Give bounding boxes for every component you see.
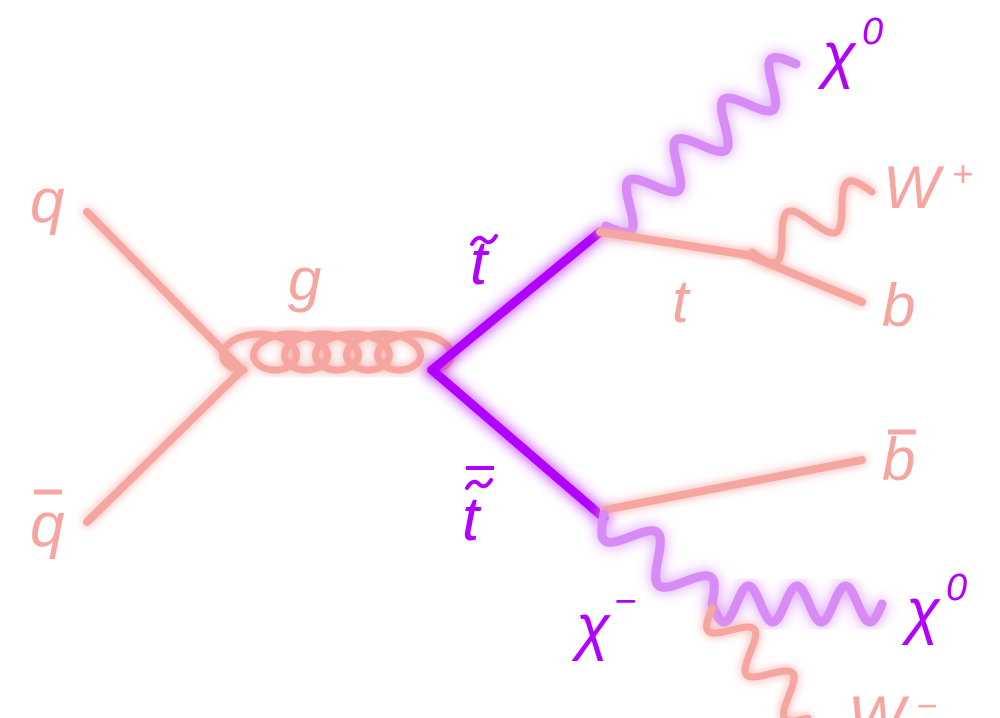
gluon-propagator (218, 330, 456, 374)
neutralino-top-wave (601, 52, 801, 238)
top-label: t (672, 268, 691, 335)
antibottom-label-group: b (882, 426, 916, 493)
stop-tilde (470, 234, 498, 246)
neutralino-top-label: χ (817, 21, 857, 90)
w-plus-label: W (883, 154, 945, 221)
stop-line (427, 227, 605, 375)
quark-label: q (30, 167, 65, 236)
antiquark-label: q (30, 491, 65, 560)
antiquark-line (83, 366, 246, 526)
antibottom-label: b (882, 426, 915, 493)
w-plus-wave (748, 177, 876, 267)
w-plus-label-group: W + (883, 153, 973, 221)
neutralino-bottom-wave (707, 581, 887, 627)
neutralino-bottom-label: χ (901, 577, 941, 646)
neutralino-top-superscript: 0 (862, 11, 883, 53)
bottom-label: b (882, 272, 915, 339)
gluon-label: g (288, 246, 321, 313)
w-plus-superscript: + (952, 153, 973, 194)
quark-line (83, 208, 246, 374)
neutralino-bottom-label-group: χ 0 (901, 567, 967, 646)
top-quark-line (596, 228, 752, 259)
stop-label: t (470, 229, 490, 298)
antibottom-line (600, 456, 866, 514)
chargino-label-group: χ − (571, 581, 636, 662)
neutralino-top-label-group: χ 0 (817, 11, 883, 90)
chargino-superscript: − (614, 581, 636, 623)
antiquark-label-group: q (30, 489, 65, 560)
w-minus-label: W (848, 684, 910, 718)
antistop-tilde (465, 478, 493, 490)
w-minus-superscript: − (916, 685, 937, 718)
chargino-label: χ (571, 593, 611, 662)
antistop-label-group: t (462, 466, 494, 554)
neutralino-bottom-superscript: 0 (946, 567, 967, 609)
w-minus-wave (703, 604, 812, 718)
antistop-line (427, 365, 609, 523)
chargino-wave (597, 509, 719, 609)
stop-label-group: t (470, 229, 498, 298)
w-minus-label-group: W − (848, 684, 937, 718)
antistop-label: t (462, 485, 482, 554)
